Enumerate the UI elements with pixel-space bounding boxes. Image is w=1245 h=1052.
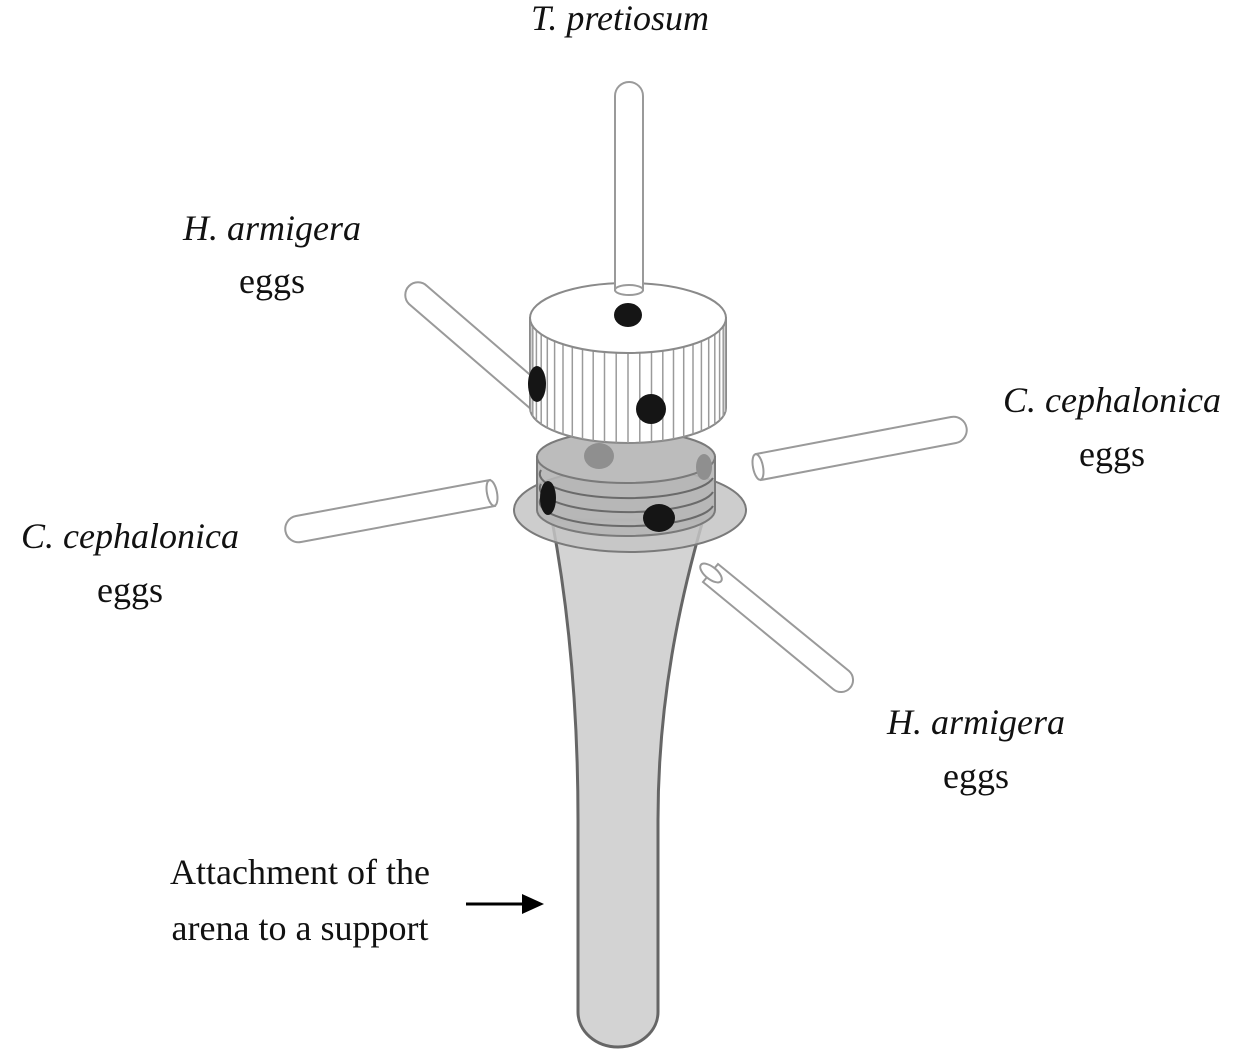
- tube-left: [284, 478, 499, 544]
- tube-lower-right: [699, 562, 855, 694]
- label-right-suffix: eggs: [1079, 434, 1145, 474]
- support-stem: [550, 518, 705, 1049]
- label-attachment-line2: arena to a support: [172, 908, 429, 948]
- threaded-collar: [513, 430, 747, 553]
- collar-hole-front: [643, 504, 675, 532]
- label-left: C. cephalonica eggs: [21, 516, 239, 610]
- label-attachment: Attachment of the arena to a support: [170, 852, 430, 948]
- label-upper-left-species: H. armigera: [182, 208, 361, 248]
- collar-hole-back-left: [584, 443, 614, 469]
- collar-hole-back-right: [696, 454, 712, 480]
- label-upper-left: H. armigera eggs: [182, 208, 361, 301]
- collar-hole-left: [540, 481, 556, 515]
- label-lower-right-species: H. armigera: [886, 702, 1065, 742]
- label-upper-left-suffix: eggs: [239, 261, 305, 301]
- tube-upper-left: [404, 281, 552, 412]
- screw-cap: [528, 282, 727, 444]
- cap-hole-left: [528, 366, 546, 402]
- label-lower-right: H. armigera eggs: [886, 702, 1065, 796]
- label-attachment-line1: Attachment of the: [170, 852, 430, 892]
- cap-hole-front: [636, 394, 666, 424]
- label-left-suffix: eggs: [97, 570, 163, 610]
- cap-hole-top: [614, 303, 642, 327]
- tube-right: [751, 415, 968, 482]
- label-right: C. cephalonica eggs: [1003, 380, 1221, 474]
- arrow-attachment: [466, 894, 544, 914]
- label-lower-right-suffix: eggs: [943, 756, 1009, 796]
- tube-top: [614, 81, 644, 296]
- label-top-species: T. pretiosum: [531, 0, 709, 38]
- label-top: T. pretiosum: [531, 0, 709, 38]
- label-left-species: C. cephalonica: [21, 516, 239, 556]
- label-right-species: C. cephalonica: [1003, 380, 1221, 420]
